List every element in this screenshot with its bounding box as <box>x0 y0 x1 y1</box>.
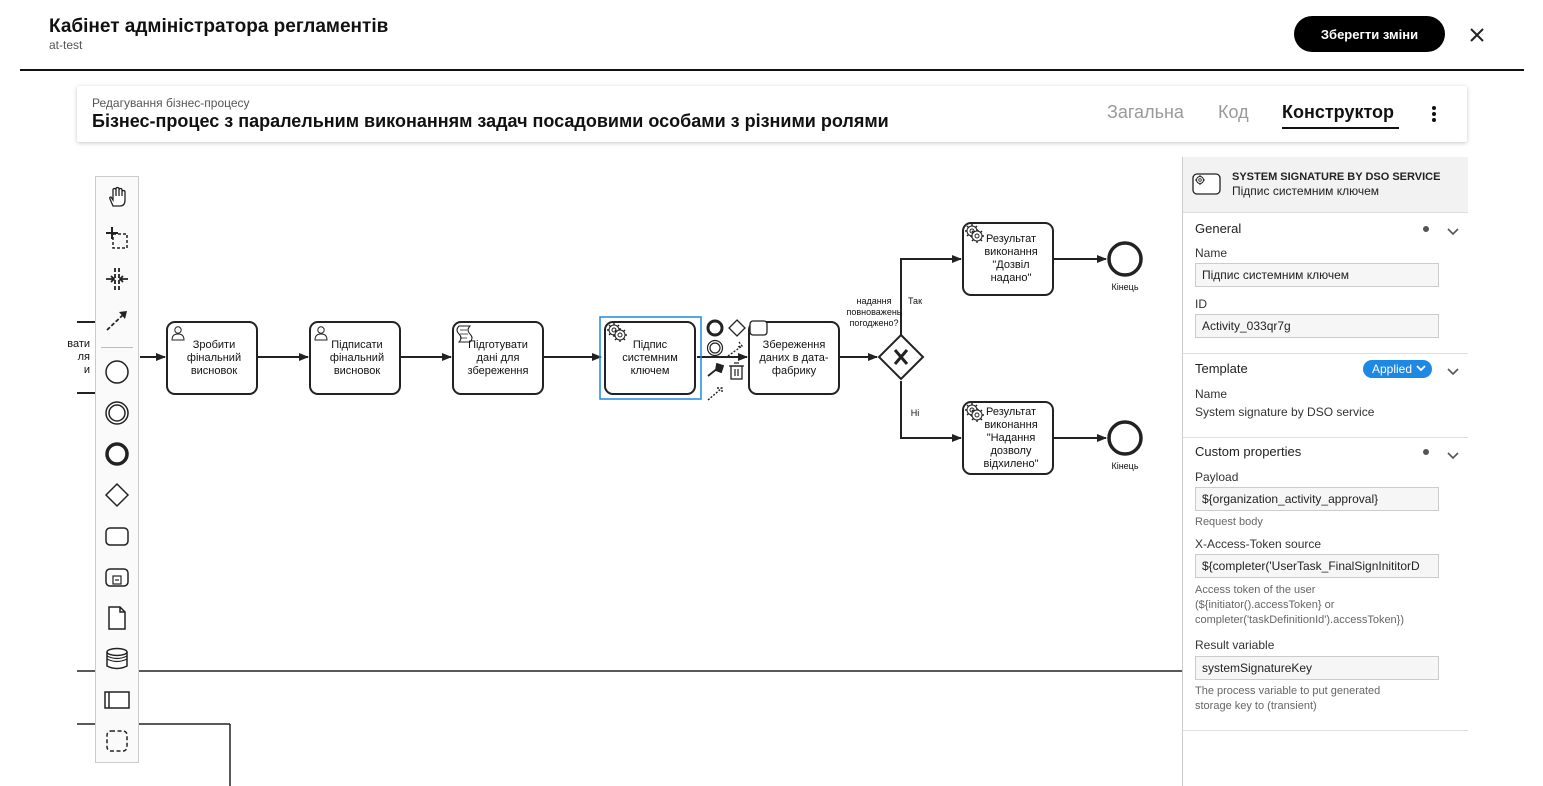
group-icon[interactable] <box>102 726 132 756</box>
sequence-flow-no[interactable] <box>900 381 962 442</box>
id-label: ID <box>1195 297 1207 311</box>
flow-label-yes: Так <box>907 296 923 306</box>
chevron-down-icon[interactable] <box>1447 447 1459 465</box>
element-name: Підпис системним ключем <box>1232 184 1380 198</box>
tab-code[interactable]: Код <box>1218 102 1249 122</box>
app-subtitle: at-test <box>49 38 83 52</box>
section-custom-properties-title[interactable]: Custom properties <box>1195 444 1302 459</box>
end-event-label: Кінець <box>1111 282 1139 292</box>
service-task-icon <box>969 407 985 423</box>
service-task-icon <box>1192 172 1222 201</box>
data-store-icon[interactable] <box>102 644 132 674</box>
app-title: Кабінет адміністратора регламентів <box>49 16 389 37</box>
header-divider <box>20 69 1524 71</box>
gateway-label: надання повноважень погоджено? <box>846 296 902 328</box>
process-name: Бізнес-процес з паралельним виконанням з… <box>92 111 889 131</box>
task-make-final-conclusion[interactable] <box>166 321 258 395</box>
access-token-label: X-Access-Token source <box>1195 537 1322 551</box>
service-task-icon <box>612 327 628 343</box>
tool-palette <box>95 176 139 763</box>
diagram-svg <box>77 222 1182 786</box>
result-variable-input[interactable] <box>1195 656 1439 680</box>
service-task-icon <box>969 228 985 244</box>
section-general-title[interactable]: General <box>1195 221 1242 236</box>
end-event-label: Кінець <box>1111 461 1139 471</box>
template-applied-badge[interactable]: Applied <box>1363 360 1433 378</box>
task-save-data-factory[interactable] <box>748 321 840 395</box>
access-token-description: Access token of the user (${initiator().… <box>1195 584 1405 626</box>
task-result-rejected[interactable] <box>962 401 1054 475</box>
subprocess-icon[interactable] <box>102 562 132 592</box>
template-name-label: Name <box>1195 387 1228 401</box>
intermediate-event-icon[interactable] <box>102 398 132 428</box>
gateway-icon[interactable] <box>102 480 132 510</box>
flow-label-no: Ні <box>910 408 920 418</box>
active-tab-underline <box>1282 127 1399 129</box>
connect-tool-icon[interactable] <box>102 305 132 335</box>
partial-task-label: вати ля и <box>67 338 90 376</box>
append-task-icon[interactable] <box>749 320 768 336</box>
element-type: SYSTEM SIGNATURE BY DSO SERVICE <box>1232 171 1441 183</box>
end-event-rejected[interactable] <box>1107 420 1143 456</box>
connect-icon[interactable] <box>707 387 723 401</box>
task-system-signature[interactable] <box>604 321 696 395</box>
save-changes-button[interactable]: Зберегти зміни <box>1294 16 1445 52</box>
task-icon[interactable] <box>102 521 132 551</box>
name-input[interactable] <box>1195 263 1439 287</box>
task-result-granted[interactable] <box>962 222 1054 296</box>
task-sign-final-conclusion[interactable] <box>309 321 401 395</box>
pool-icon[interactable] <box>102 685 132 715</box>
selection-outline <box>599 316 702 400</box>
data-object-icon[interactable] <box>102 603 132 633</box>
process-caption: Редагування бізнес-процесу <box>92 96 250 110</box>
append-end-event-icon[interactable] <box>706 319 724 337</box>
hand-tool-icon[interactable] <box>102 182 132 212</box>
append-gateway-icon[interactable] <box>728 319 746 337</box>
template-name-value: System signature by DSO service <box>1195 405 1375 419</box>
close-icon[interactable] <box>1466 24 1488 46</box>
result-variable-label: Result variable <box>1195 638 1275 652</box>
bpmn-canvas[interactable]: вати ля и Зробити фінальний висновок Під… <box>0 0 1182 786</box>
payload-input[interactable] <box>1195 487 1439 511</box>
payload-label: Payload <box>1195 470 1239 484</box>
chevron-down-icon <box>1416 365 1426 372</box>
end-event-granted[interactable] <box>1107 241 1143 277</box>
name-label: Name <box>1195 246 1228 260</box>
lasso-tool-icon[interactable] <box>102 223 132 253</box>
chevron-down-icon[interactable] <box>1447 363 1459 381</box>
exclusive-gateway[interactable] <box>877 333 925 381</box>
context-pad[interactable] <box>706 319 768 401</box>
section-template-title[interactable]: Template <box>1195 361 1248 376</box>
properties-header: SYSTEM SIGNATURE BY DSO SERVICE Підпис с… <box>1183 157 1468 213</box>
end-event-icon[interactable] <box>102 439 132 469</box>
chevron-down-icon[interactable] <box>1447 223 1459 241</box>
task-prepare-data[interactable] <box>452 321 544 395</box>
space-tool-icon[interactable] <box>102 264 132 294</box>
tab-general[interactable]: Загальна <box>1107 102 1184 122</box>
sequence-flow-yes[interactable] <box>900 255 962 335</box>
more-menu-icon[interactable] <box>1427 103 1441 125</box>
text-annotation-icon[interactable] <box>727 341 744 357</box>
section-has-values-dot <box>1423 226 1429 232</box>
process-header-card: Редагування бізнес-процесу Бізнес-процес… <box>77 86 1467 142</box>
access-token-input[interactable] <box>1195 554 1439 578</box>
start-event-icon[interactable] <box>102 357 132 387</box>
applied-badge-label: Applied <box>1372 362 1413 376</box>
result-variable-description: The process variable to put generated st… <box>1195 685 1381 712</box>
tab-constructor[interactable]: Конструктор <box>1282 102 1395 122</box>
app-header: Кабінет адміністратора регламентів at-te… <box>0 0 1543 71</box>
delete-icon[interactable] <box>729 362 744 380</box>
section-has-values-dot <box>1423 449 1429 455</box>
payload-description: Request body <box>1195 516 1263 528</box>
script-task-icon <box>456 325 473 343</box>
id-input[interactable] <box>1195 314 1439 338</box>
change-type-wrench-icon[interactable] <box>707 362 725 377</box>
properties-panel: SYSTEM SIGNATURE BY DSO SERVICE Підпис с… <box>1182 157 1468 786</box>
